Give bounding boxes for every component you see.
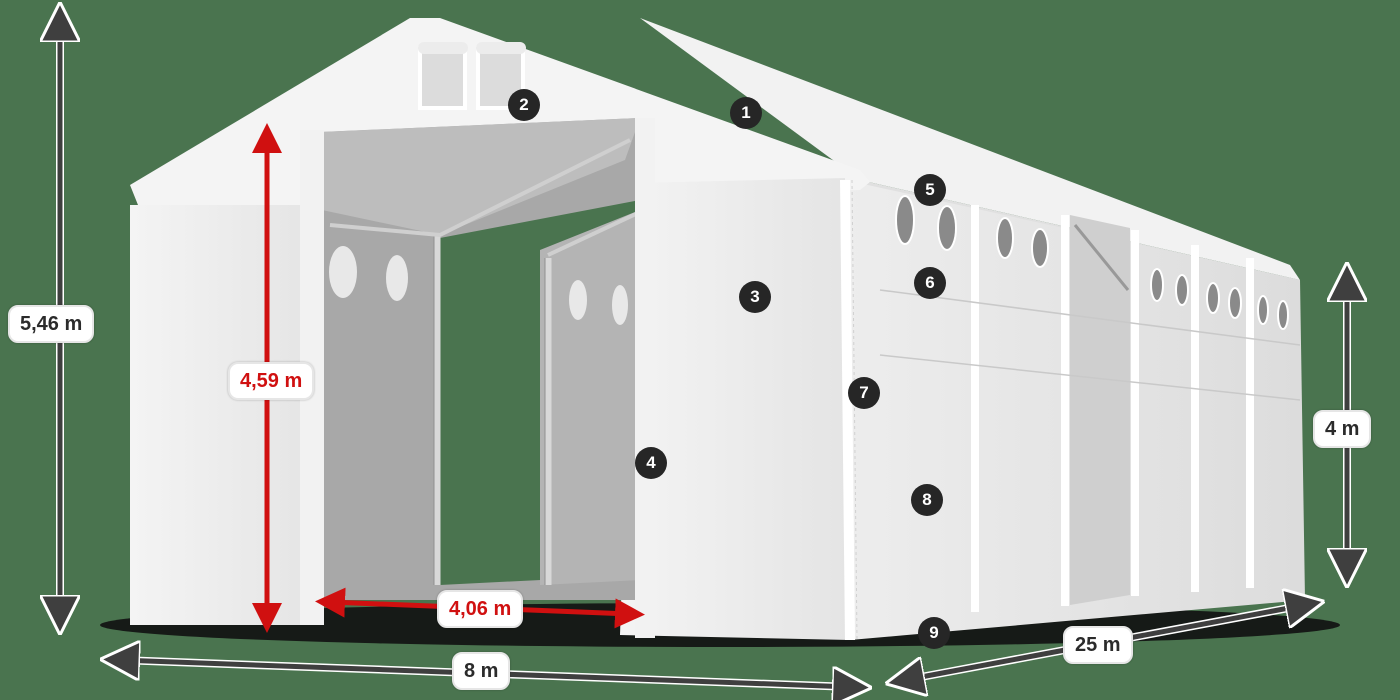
width-label: 8 m <box>452 652 511 690</box>
callout-marker-1[interactable]: 1 <box>730 97 762 129</box>
length-label: 25 m <box>1063 626 1133 664</box>
side-open-bay <box>1070 215 1130 605</box>
callout-marker-2[interactable]: 2 <box>508 89 540 121</box>
total-height-label: 5,46 m <box>8 305 95 343</box>
door-height-label: 4,59 m <box>228 362 315 400</box>
callout-marker-7[interactable]: 7 <box>848 377 880 409</box>
callout-marker-3[interactable]: 3 <box>739 281 771 313</box>
callout-marker-6[interactable]: 6 <box>914 267 946 299</box>
side-roof <box>640 18 1300 280</box>
front-right-wall <box>620 178 850 640</box>
callout-marker-4[interactable]: 4 <box>635 447 667 479</box>
callout-marker-9[interactable]: 9 <box>918 617 950 649</box>
door-width-label: 4,06 m <box>437 590 524 628</box>
callout-marker-5[interactable]: 5 <box>914 174 946 206</box>
front-left-wall <box>130 205 320 625</box>
callout-marker-8[interactable]: 8 <box>911 484 943 516</box>
side-height-label: 4 m <box>1313 410 1372 448</box>
